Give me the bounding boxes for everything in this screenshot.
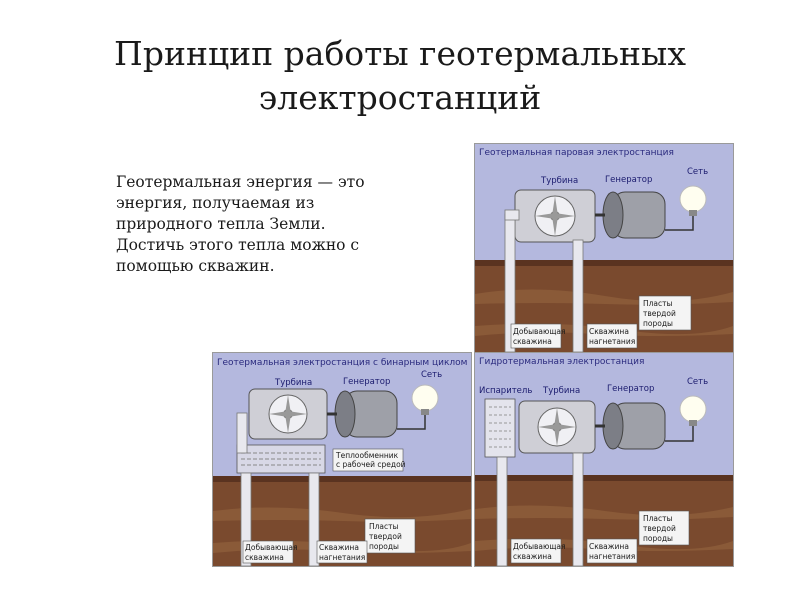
title-line-1: Принцип работы геотермальных: [114, 34, 686, 73]
production-well-label-2: скважина: [513, 552, 552, 561]
evaporator: [484, 398, 516, 458]
production-well-label-2: скважина: [513, 337, 552, 346]
turbine-rotor-icon: [268, 394, 308, 434]
evaporator-label: Испаритель: [479, 386, 532, 396]
body-text: Геотермальная энергия — это энергия, пол…: [116, 172, 416, 277]
rock-label-2: твердой: [369, 532, 402, 541]
text-line: природного тепла Земли.: [116, 215, 326, 233]
diagram-title: Геотермальная электростанция с бинарным …: [217, 358, 467, 368]
production-well-label-1: Добывающая: [245, 543, 298, 552]
title-line-2: электростанций: [258, 78, 542, 117]
text-line: Достичь этого тепла можно с: [116, 236, 360, 254]
injection-well-label-1: Скважина: [319, 543, 359, 552]
production-well-label-2: скважина: [245, 553, 284, 562]
diagram-title: Геотермальная паровая электростанция: [479, 148, 674, 158]
injection-pipe: [572, 452, 584, 566]
rock-label-2: твердой: [643, 524, 676, 533]
rock-label-1: Пласты: [643, 514, 673, 523]
rock-label-3: породы: [369, 542, 399, 551]
rock-label-1: Пласты: [369, 522, 399, 531]
generator-label: Генератор: [343, 377, 390, 387]
production-pipe: [496, 456, 508, 566]
light-bulb-icon: [679, 185, 707, 216]
slide-title: Принцип работы геотермальных электростан…: [60, 32, 740, 120]
turbine-label: Турбина: [540, 176, 578, 186]
turbine-label: Турбина: [274, 378, 312, 388]
generator-label: Генератор: [607, 384, 654, 394]
production-well-label-1: Добывающая: [513, 542, 566, 551]
grid-label: Сеть: [687, 167, 708, 177]
diagram-title: Гидротермальная электростанция: [479, 357, 644, 367]
grid-label: Сеть: [421, 370, 442, 380]
injection-well-label-1: Скважина: [589, 327, 629, 336]
production-well-label-1: Добывающая: [513, 327, 566, 336]
injection-well-label-1: Скважина: [589, 542, 629, 551]
binary-plant-diagram: Геотермальная электростанция с бинарным …: [212, 352, 472, 567]
turbine-label: Турбина: [542, 386, 580, 396]
injection-well-label-2: нагнетания: [589, 552, 635, 561]
generator-label: Генератор: [605, 175, 652, 185]
injection-pipe: [308, 472, 320, 566]
turbine-rotor-icon: [534, 195, 576, 237]
rock-label-2: твердой: [643, 309, 676, 318]
rock-label-3: породы: [643, 534, 673, 543]
rock-label-1: Пласты: [643, 299, 673, 308]
production-pipe: [240, 472, 252, 566]
injection-pipe: [572, 239, 584, 352]
text-line: Геотермальная энергия — это: [116, 173, 365, 191]
turbine-rotor-icon: [537, 407, 577, 447]
injection-well-label-2: нагнетания: [589, 337, 635, 346]
light-bulb-icon: [679, 395, 707, 426]
steam-plant-diagram: Геотермальная паровая электростанция Тур…: [474, 143, 734, 353]
text-line: энергия, получаемая из: [116, 194, 315, 212]
hydrothermal-plant-diagram: Гидротермальная электростанция Испарител…: [474, 352, 734, 567]
light-bulb-icon: [411, 384, 439, 415]
grid-label: Сеть: [687, 377, 708, 387]
exchanger-label-2: с рабочей средой: [336, 460, 406, 469]
rock-label-3: породы: [643, 319, 673, 328]
text-line: помощью скважин.: [116, 257, 275, 275]
injection-well-label-2: нагнетания: [319, 553, 365, 562]
exchanger-label-1: Теплообменник: [335, 451, 399, 460]
